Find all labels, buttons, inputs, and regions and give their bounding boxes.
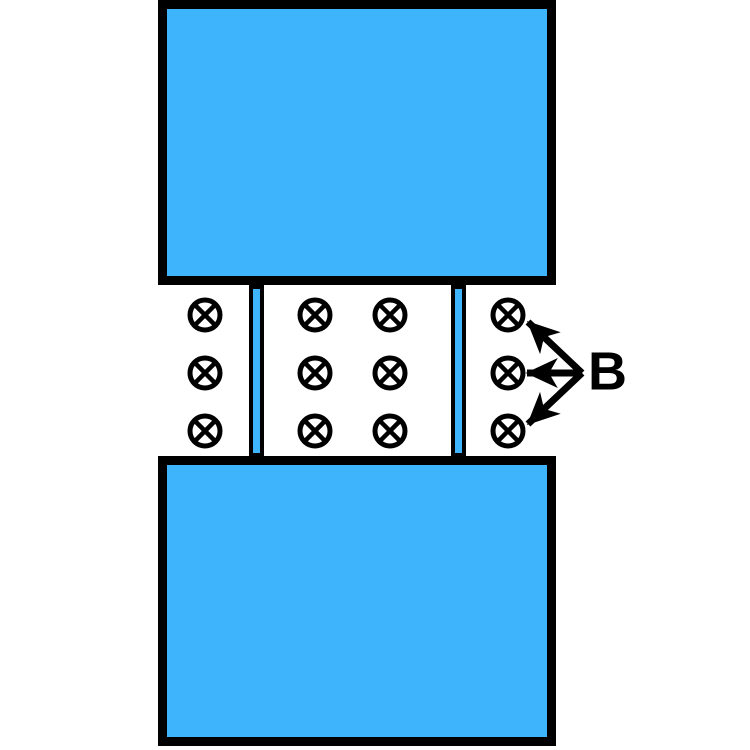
top-slab: [158, 0, 556, 285]
field-marker-r1c2: [297, 297, 333, 333]
field-marker-r3c4: [490, 413, 526, 449]
bottom-slab: [158, 456, 556, 746]
field-marker-r2c1: [187, 355, 223, 391]
right-post: [451, 285, 466, 457]
field-marker-r2c3: [372, 355, 408, 391]
field-marker-r1c3: [372, 297, 408, 333]
field-marker-r2c4: [490, 355, 526, 391]
magnetic-field-label: B: [588, 341, 627, 401]
field-marker-r2c2: [297, 355, 333, 391]
field-markers-group: [187, 297, 526, 449]
left-post: [249, 285, 264, 457]
field-marker-r1c4: [490, 297, 526, 333]
field-marker-r3c3: [372, 413, 408, 449]
field-marker-r3c1: [187, 413, 223, 449]
b-arrow-upper: [525, 319, 585, 376]
b-annotation-arrows: [525, 319, 585, 427]
field-marker-r3c2: [297, 413, 333, 449]
b-arrow-lower: [525, 370, 585, 427]
field-marker-r1c1: [187, 297, 223, 333]
